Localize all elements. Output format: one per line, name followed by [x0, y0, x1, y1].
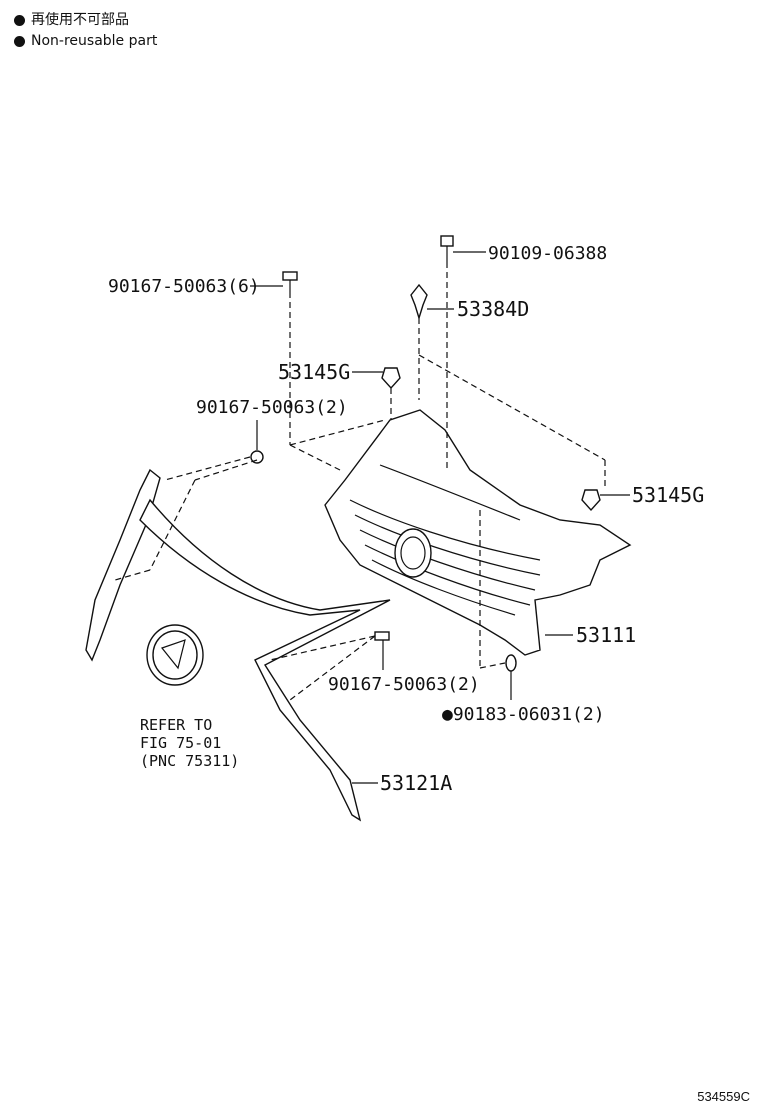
screw-90167-top-icon: [282, 271, 298, 292]
screw-90167-bottom-icon: [374, 631, 390, 641]
emblem-icon: [146, 624, 204, 686]
nut-90183-icon: [505, 654, 517, 672]
assembly-dashed-lines: [114, 262, 606, 701]
screw-90167-mid-icon: [250, 450, 264, 464]
legend: 再使用不可部品 Non-reusable part: [14, 10, 157, 52]
label-53145g-top: 53145G: [278, 360, 350, 384]
bullet-icon: [14, 36, 25, 47]
label-53145g-right: 53145G: [632, 483, 704, 507]
legend-row-jp: 再使用不可部品: [14, 10, 157, 31]
legend-japanese: 再使用不可部品: [31, 12, 129, 28]
label-53111: 53111: [576, 623, 636, 647]
legend-english: Non-reusable part: [31, 33, 158, 49]
leader-lines: [250, 251, 630, 784]
grille-molding-53121a: [85, 468, 391, 822]
label-90167-50063-2-bottom: 90167-50063(2): [328, 674, 480, 695]
radiator-grille-53111: [324, 409, 632, 656]
label-90183-06031-2: ●90183-06031(2): [442, 704, 605, 725]
clip-53145g-top-icon: [381, 367, 401, 390]
label-90167-50063-6: 90167-50063(6): [108, 276, 260, 297]
bolt-90109-icon: [440, 235, 454, 262]
label-90109-06388: 90109-06388: [488, 243, 607, 264]
label-90167-50063-2-top: 90167-50063(2): [196, 397, 348, 418]
refer-line-3: (PNC 75311): [140, 752, 239, 770]
label-53121a: 53121A: [380, 771, 452, 795]
refer-line-2: FIG 75-01: [140, 734, 221, 752]
label-53384d: 53384D: [457, 297, 529, 321]
bullet-icon: [14, 15, 25, 26]
clip-53145g-right-icon: [581, 489, 601, 512]
refer-line-1: REFER TO: [140, 716, 212, 734]
illustration-code: 534559C: [697, 1089, 750, 1104]
legend-row-en: Non-reusable part: [14, 31, 157, 52]
clip-53384d-icon: [410, 283, 428, 321]
